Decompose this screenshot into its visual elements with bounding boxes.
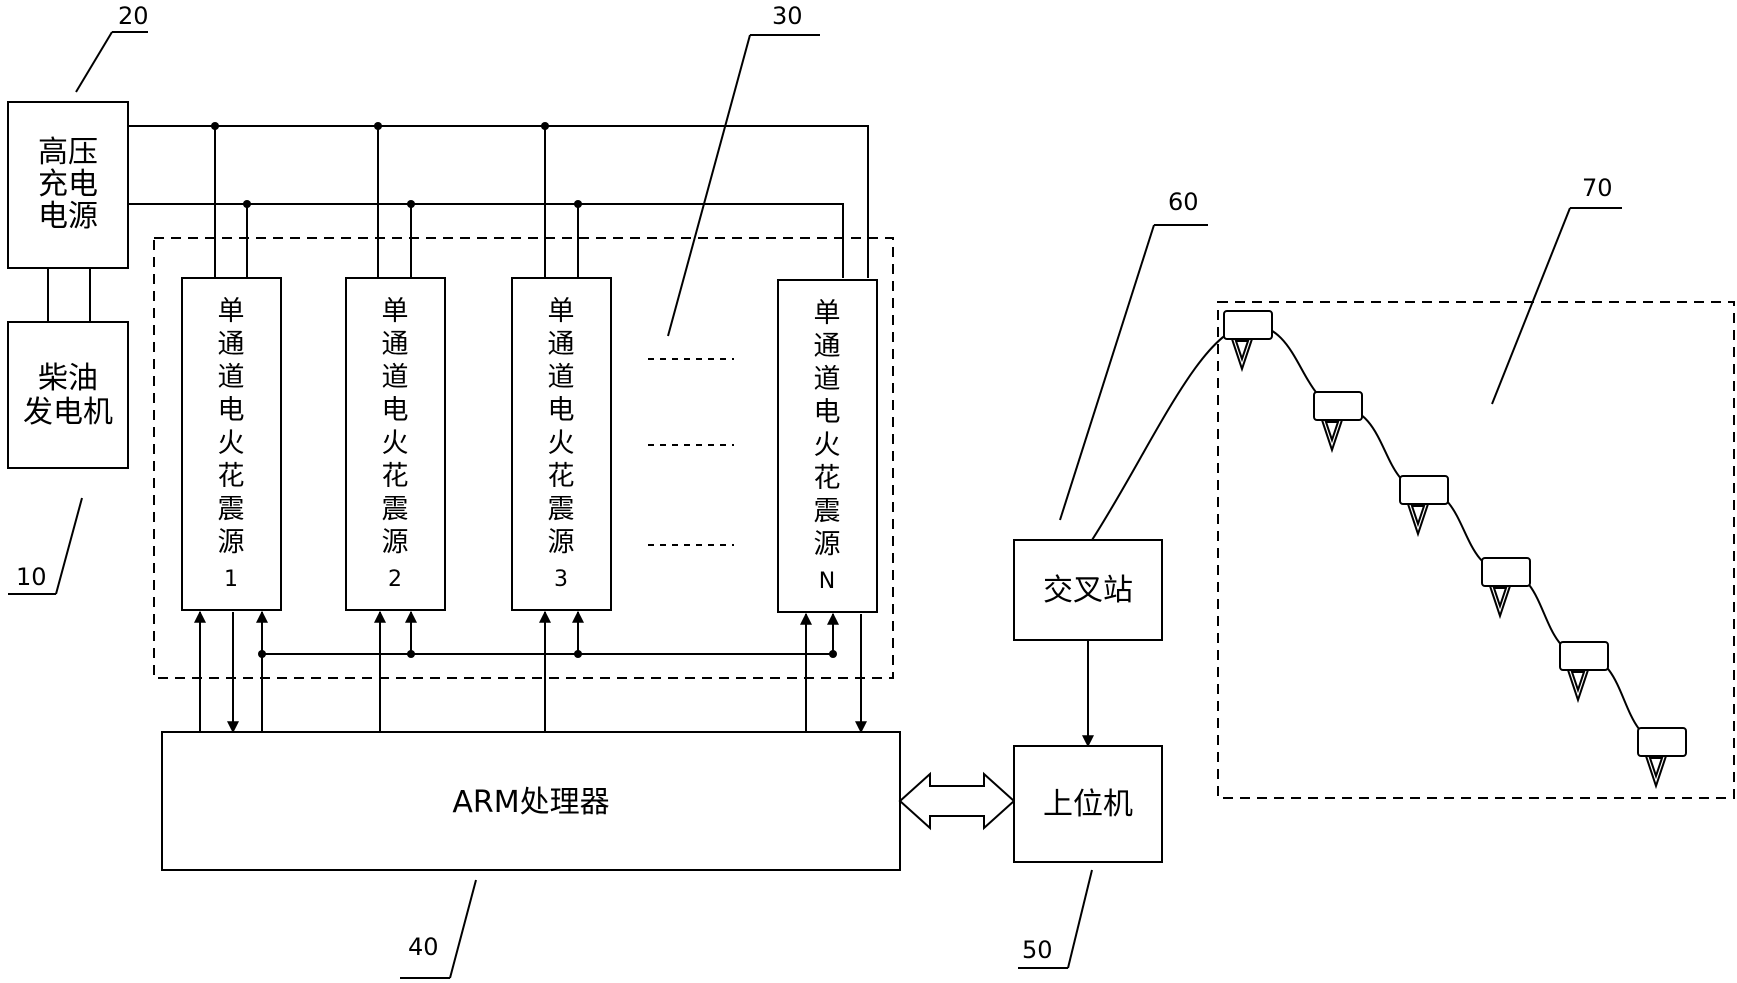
source-2-char-2: 通 bbox=[382, 329, 409, 360]
source-2-char-6: 花 bbox=[382, 461, 409, 492]
source-3-char-4: 电 bbox=[548, 395, 575, 426]
source-4-char-1: 单 bbox=[814, 298, 841, 329]
source-4-char-6: 花 bbox=[814, 463, 841, 494]
label-20-text: 20 bbox=[118, 2, 149, 30]
label-10: 10 bbox=[8, 497, 83, 595]
arm-processor-label: ARM处理器 bbox=[452, 785, 609, 820]
source-3-char-6: 花 bbox=[548, 461, 575, 492]
source-1-char-6: 花 bbox=[218, 461, 245, 492]
source-1-char-3: 道 bbox=[218, 362, 245, 393]
control-lines bbox=[194, 610, 867, 734]
arm-host-double-arrow bbox=[898, 771, 1016, 831]
label-50: 50 bbox=[1018, 869, 1093, 969]
receiver-units bbox=[1223, 310, 1687, 790]
source-3-char-1: 单 bbox=[548, 296, 575, 327]
diesel-generator-box bbox=[7, 321, 129, 469]
source-1-index: 1 bbox=[224, 567, 238, 592]
host-computer-label: 上位机 bbox=[1043, 787, 1133, 822]
source-4-index: N bbox=[819, 569, 835, 594]
source-4-char-5: 火 bbox=[814, 430, 841, 461]
receiver-array-frame bbox=[1217, 301, 1735, 799]
source-box-1 bbox=[181, 277, 282, 611]
source-2-char-8: 源 bbox=[382, 527, 409, 558]
label-10-text: 10 bbox=[16, 563, 47, 591]
source-2-char-1: 单 bbox=[382, 296, 409, 327]
source-3-char-8: 源 bbox=[548, 527, 575, 558]
label-60-text: 60 bbox=[1168, 188, 1199, 216]
source-4-char-3: 道 bbox=[814, 364, 841, 395]
ellipsis-marks bbox=[648, 358, 734, 546]
source-4-char-4: 电 bbox=[814, 397, 841, 428]
hv-supply-line-1: 高压 bbox=[38, 135, 98, 170]
source-box-3 bbox=[511, 277, 612, 611]
receiver-unit-3 bbox=[1399, 475, 1449, 538]
source-box-2 bbox=[345, 277, 446, 611]
source-3-index: 3 bbox=[554, 567, 568, 592]
source-1-char-7: 震 bbox=[218, 494, 245, 525]
label-40: 40 bbox=[400, 879, 477, 979]
receiver-unit-2 bbox=[1313, 391, 1363, 454]
hv-supply-line-2: 充电 bbox=[38, 167, 98, 202]
arm-processor-box bbox=[161, 731, 901, 871]
cross-station-label: 交叉站 bbox=[1043, 573, 1133, 608]
source-box-n bbox=[777, 279, 878, 613]
label-20: 20 bbox=[75, 2, 149, 93]
diesel-line-2: 发电机 bbox=[23, 395, 113, 430]
cross-station-box bbox=[1013, 539, 1163, 641]
source-3-char-7: 震 bbox=[548, 494, 575, 525]
label-30: 30 bbox=[667, 2, 820, 337]
source-4-char-7: 震 bbox=[814, 496, 841, 527]
source-1-char-1: 单 bbox=[218, 296, 245, 327]
receiver-unit-4 bbox=[1481, 557, 1531, 620]
label-50-text: 50 bbox=[1022, 936, 1053, 964]
receiver-unit-5 bbox=[1559, 641, 1609, 704]
label-70: 70 bbox=[1491, 174, 1622, 405]
source-3-char-2: 通 bbox=[548, 329, 575, 360]
label-40-text: 40 bbox=[408, 933, 439, 961]
source-2-char-3: 道 bbox=[382, 362, 409, 393]
hv-supply-box bbox=[7, 101, 129, 269]
source-3-char-5: 火 bbox=[548, 428, 575, 459]
source-1-char-4: 电 bbox=[218, 395, 245, 426]
label-30-text: 30 bbox=[772, 2, 803, 30]
diesel-line-1: 柴油 bbox=[38, 361, 98, 396]
source-1-char-8: 源 bbox=[218, 527, 245, 558]
source-2-char-7: 震 bbox=[382, 494, 409, 525]
receiver-unit-6 bbox=[1637, 727, 1687, 790]
source-1-char-5: 火 bbox=[218, 428, 245, 459]
power-bus bbox=[128, 122, 869, 278]
hv-supply-line-3: 电源 bbox=[38, 199, 98, 234]
source-4-char-2: 通 bbox=[814, 331, 841, 362]
source-1-char-2: 通 bbox=[218, 329, 245, 360]
source-group-frame bbox=[153, 237, 894, 679]
source-2-char-4: 电 bbox=[382, 395, 409, 426]
host-computer-box bbox=[1013, 745, 1163, 863]
source-3-char-3: 道 bbox=[548, 362, 575, 393]
label-60: 60 bbox=[1059, 188, 1208, 521]
source-2-index: 2 bbox=[388, 567, 402, 592]
source-4-char-8: 源 bbox=[814, 529, 841, 560]
receiver-unit-1 bbox=[1223, 310, 1273, 373]
label-70-text: 70 bbox=[1582, 174, 1613, 202]
source-2-char-5: 火 bbox=[382, 428, 409, 459]
